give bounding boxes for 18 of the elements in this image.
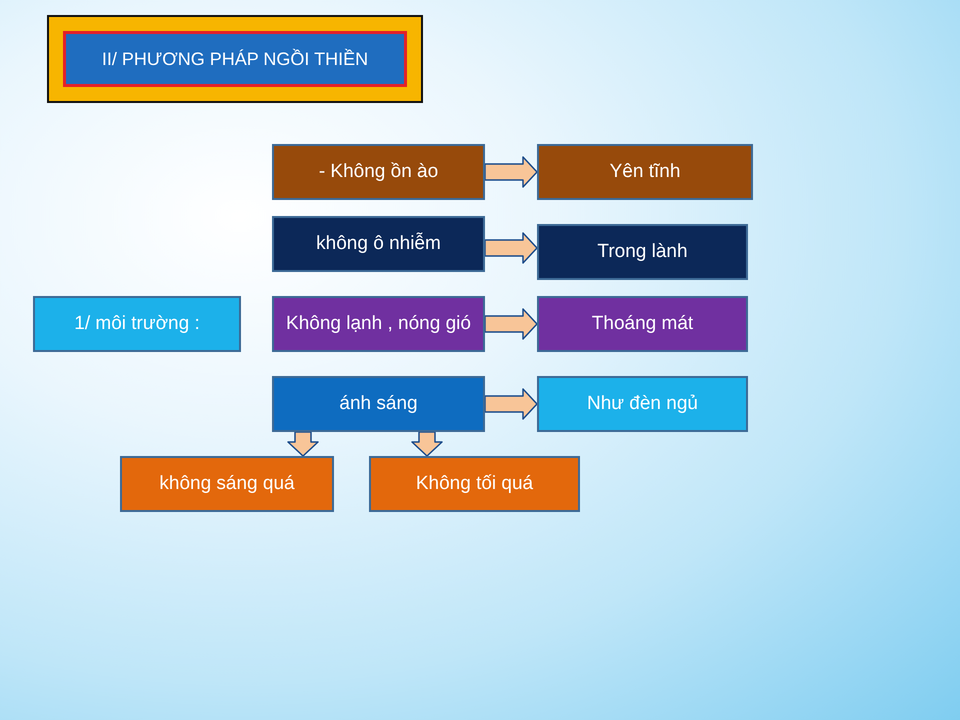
block-arrow	[411, 431, 443, 457]
block-arrow	[484, 388, 538, 420]
block-arrow	[484, 308, 538, 340]
process-box: - Không ồn ào	[272, 144, 485, 200]
block-arrow	[484, 156, 538, 188]
process-box: không sáng quá	[120, 456, 334, 512]
process-box: ánh sáng	[272, 376, 485, 432]
process-box: không ô nhiễm	[272, 216, 485, 272]
title-banner: II/ PHƯƠNG PHÁP NGỒI THIỀN	[63, 31, 407, 87]
process-box: Trong lành	[537, 224, 748, 280]
block-arrow	[287, 431, 319, 457]
process-box: 1/ môi trường :	[33, 296, 241, 352]
process-box: Yên tĩnh	[537, 144, 753, 200]
process-box: Thoáng mát	[537, 296, 748, 352]
process-box: Không lạnh , nóng gió	[272, 296, 485, 352]
process-box: Không tối quá	[369, 456, 580, 512]
process-box: Như đèn ngủ	[537, 376, 748, 432]
block-arrow	[484, 232, 538, 264]
